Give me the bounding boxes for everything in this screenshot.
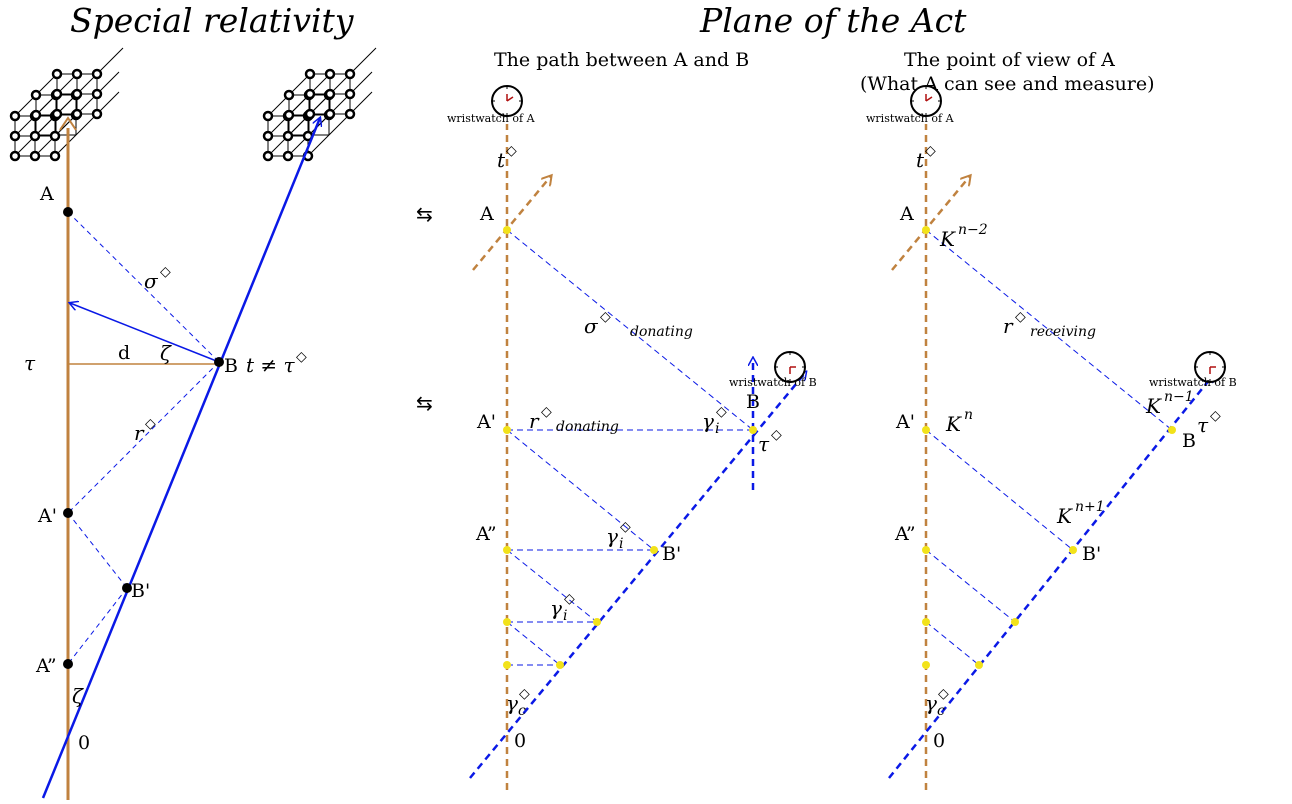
label-a-right: A: [899, 203, 914, 225]
label-sigma: σ: [144, 269, 159, 293]
diamond-sigma: ◇: [160, 264, 171, 280]
sup-n-minus-2: n−2: [958, 222, 988, 238]
wristwatch-b-label: wristwatch of B: [729, 376, 817, 389]
diamond-gamma-1: ◇: [716, 404, 727, 420]
label-zeta-bottom: ζ: [72, 684, 84, 708]
diamond-tau: ◇: [296, 349, 307, 365]
sub-receiving: receiving: [1030, 324, 1096, 340]
sub-i-3: i: [563, 608, 567, 624]
diamond-t-right: ◇: [925, 143, 936, 159]
label-b-middle: B: [746, 391, 760, 413]
sub-donating-sigma: donating: [630, 324, 693, 340]
label-gamma-3: γ: [550, 596, 562, 620]
right-panel: wristwatch of A wristwatch of B t ◇ A A'…: [866, 85, 1237, 790]
middle-panel: wristwatch of A wristwatch of B t ◇ A A': [447, 85, 817, 790]
sub-i-2: i: [619, 536, 623, 552]
label-tau-middle: τ: [758, 432, 770, 456]
label-b-prime-middle: B': [662, 543, 681, 565]
label-r: r: [134, 421, 145, 445]
sub-donating-r: donating: [556, 419, 619, 435]
wristwatch-a-label: wristwatch of A: [447, 112, 536, 125]
left-title: Special relativity: [70, 1, 354, 40]
sub-c-middle: c: [518, 703, 526, 719]
worldline-b: [41, 118, 320, 799]
wristwatch-b-label-right: wristwatch of B: [1149, 376, 1237, 389]
label-d: d: [118, 342, 130, 364]
diamond-gamma-c-right: ◇: [938, 686, 949, 702]
label-a-double-prime-middle: A”: [475, 523, 497, 545]
label-a-prime-right: A': [895, 411, 915, 433]
label-b-right: B: [1182, 430, 1196, 452]
diamond-r: ◇: [145, 416, 156, 432]
label-r-right: r: [1003, 314, 1014, 338]
light-cone-a: [472, 176, 551, 271]
label-t-middle: t: [497, 148, 506, 172]
middle-subtitle: The path between A and B: [494, 49, 749, 71]
label-tau: τ: [24, 351, 36, 375]
label-k-n-minus-1: K: [1145, 394, 1162, 418]
diamond-r-middle: ◇: [541, 404, 552, 420]
label-b: B: [224, 355, 238, 377]
label-b-prime-right: B': [1082, 543, 1101, 565]
label-gamma-1: γ: [702, 409, 714, 433]
sup-n: n: [964, 407, 973, 423]
label-r-middle: r: [529, 409, 540, 433]
diamond-gamma-c-middle: ◇: [519, 686, 530, 702]
label-a-prime: A': [37, 505, 57, 527]
diamond-tau-right: ◇: [1210, 408, 1221, 424]
label-a-double-prime-right: A”: [894, 523, 916, 545]
label-zeta-top: ζ: [160, 341, 172, 365]
label-b-prime: B': [131, 580, 150, 602]
label-origin: 0: [78, 732, 90, 754]
sub-i-1: i: [715, 421, 719, 437]
diamond-t-middle: ◇: [506, 143, 517, 159]
label-a-double-prime: A”: [35, 655, 57, 677]
label-origin-right: 0: [933, 730, 945, 752]
sub-c-right: c: [937, 703, 945, 719]
exchange-arrows-middle: ⇆: [416, 391, 433, 415]
diamond-sigma-middle: ◇: [600, 309, 611, 325]
lattice-cube-icon-b: [262, 46, 378, 162]
label-gamma-c-right: γ: [925, 691, 937, 715]
worldline-b-dashed-right: [888, 374, 1214, 779]
label-t-neq-tau: t ≠ τ: [246, 353, 296, 377]
label-t-right: t: [916, 148, 925, 172]
light-cone-a-right: [891, 176, 970, 271]
diamond-tau-middle: ◇: [771, 427, 782, 443]
label-origin-middle: 0: [514, 730, 526, 752]
label-k-n-minus-2: K: [939, 227, 956, 251]
diamond-r-right: ◇: [1015, 309, 1026, 325]
label-gamma-2: γ: [606, 524, 618, 548]
label-a-middle: A: [479, 203, 494, 225]
sup-n-plus-1: n+1: [1075, 499, 1105, 515]
label-a-prime-middle: A': [476, 411, 496, 433]
diamond-gamma-2: ◇: [620, 519, 631, 535]
right-title: Plane of the Act: [699, 1, 967, 40]
right-subtitle-line1: The point of view of A: [904, 49, 1115, 71]
right-subtitle-line2: (What A can see and measure): [860, 73, 1155, 95]
exchange-arrows-top: ⇆: [416, 202, 433, 226]
wristwatch-a-label-right: wristwatch of A: [866, 112, 955, 125]
sup-n-minus-1: n−1: [1164, 389, 1194, 405]
label-tau-right: τ: [1197, 413, 1209, 437]
label-sigma-middle: σ: [584, 314, 599, 338]
label-k-n: K: [945, 412, 962, 436]
left-panel: A A' A” B B' 0 d τ ζ ζ σ ◇ r ◇ t ≠ τ ◇: [9, 46, 378, 800]
label-k-n-plus-1: K: [1056, 504, 1073, 528]
label-gamma-c-middle: γ: [506, 691, 518, 715]
label-a: A: [39, 183, 54, 205]
worldline-b-dashed: [469, 372, 806, 779]
diamond-gamma-3: ◇: [564, 591, 575, 607]
